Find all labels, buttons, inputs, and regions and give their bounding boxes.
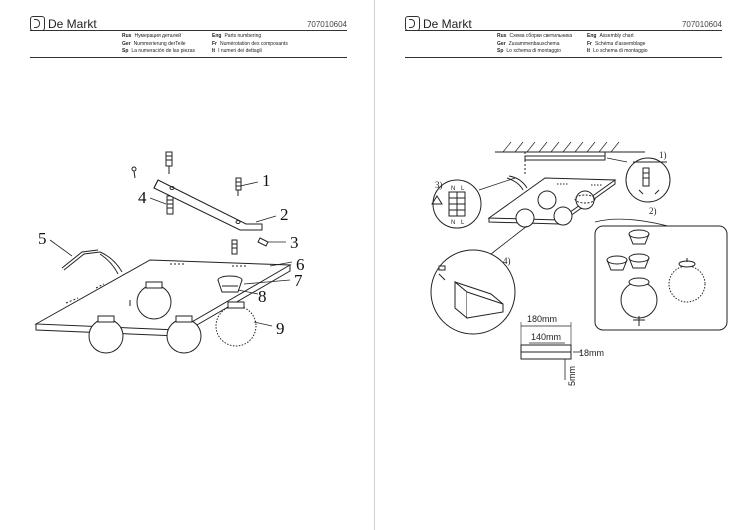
mounting-bracket (153, 179, 263, 231)
power-cable (61, 249, 123, 275)
terminal-label-l-top: L (461, 186, 465, 192)
header-rule-top (405, 30, 722, 31)
dimension-length: 180mm (527, 314, 557, 324)
bracket-screw (231, 239, 238, 255)
step-label-3: 3) (435, 180, 443, 190)
lamp-holder (217, 275, 243, 293)
part-number-6: 6 (296, 255, 305, 274)
part-number-4: 4 (138, 188, 147, 207)
step-label-1: 1) (659, 150, 667, 160)
part-number-8: 8 (258, 287, 267, 306)
center-fold-line (374, 0, 375, 530)
dimension-drawing (520, 322, 581, 380)
terminal-label-n-bottom: N (451, 220, 455, 226)
brand-logo: De Markt (405, 16, 472, 31)
brand-name: De Markt (48, 16, 97, 31)
header-rule-bottom (30, 57, 347, 58)
dimension-thickness: 5mm (567, 366, 577, 386)
terminal-label-n-top: N (451, 186, 455, 192)
part-number-3: 3 (290, 233, 299, 252)
mounting-screw-top (165, 151, 173, 174)
detail-box-shade-assembly (594, 218, 728, 331)
article-number: 707010604 (681, 20, 722, 29)
header-rule-top (30, 30, 347, 31)
terminal-label-l-bottom: L (461, 220, 465, 226)
exploded-parts-drawing: 1 2 3 4 5 6 7 8 9 (34, 151, 305, 354)
callout-leaders (49, 181, 293, 327)
part-number-7: 7 (294, 271, 303, 290)
glass-shade-detached (215, 301, 257, 347)
glass-shade-front-mid (166, 315, 202, 354)
detail-circle-wiring (431, 177, 516, 229)
assembly-shade-right (553, 206, 573, 226)
ceiling-surface (495, 141, 645, 176)
part-number-2: 2 (280, 205, 289, 224)
assembly-shade-mid (537, 190, 557, 210)
brand-name: De Markt (423, 16, 472, 31)
part-number-5: 5 (38, 229, 47, 248)
article-number: 707010604 (306, 20, 347, 29)
header-rule-bottom (405, 57, 722, 58)
detail-circle-bracket (430, 225, 528, 335)
glass-shade-back (136, 281, 172, 320)
glass-shade-front-left (88, 315, 124, 354)
assembly-shade-top (574, 190, 596, 210)
assembly-shade-left (515, 208, 535, 228)
part-number-9: 9 (276, 319, 285, 338)
wall-dowel (166, 195, 174, 215)
small-screw (131, 166, 269, 247)
dimension-height: 18mm (579, 348, 604, 358)
step-label-2: 2) (649, 206, 657, 216)
dimension-inner-length: 140mm (531, 332, 561, 342)
part-number-1: 1 (262, 171, 271, 190)
detail-circle-screw (606, 157, 671, 203)
mounting-screw-right (235, 177, 242, 196)
step-label-4: 4) (503, 256, 511, 266)
assembly-drawing: N L N L 1) 2) 3) 4) 180mm 140mm 18mm 5mm (430, 141, 728, 386)
